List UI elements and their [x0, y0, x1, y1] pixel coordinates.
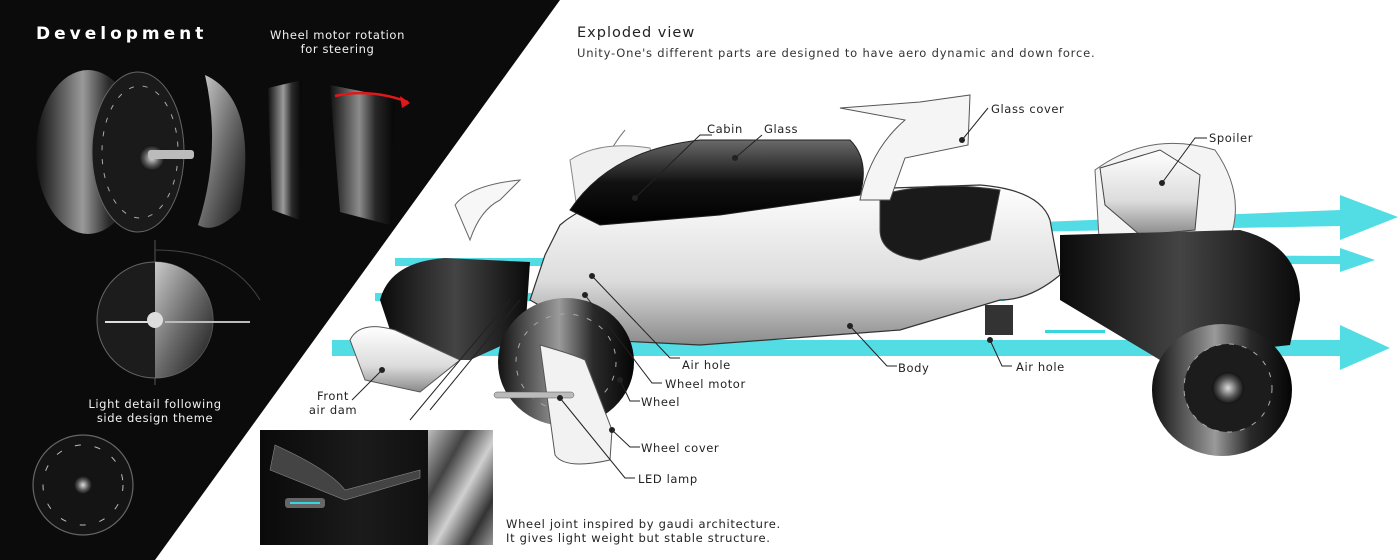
light-detail-wheel-sketch [96, 240, 261, 385]
label-glass-cover: Glass cover [991, 102, 1065, 116]
label-air-hole-rear: Air hole [1016, 360, 1065, 374]
car-exploded-view [349, 94, 1300, 465]
wheel-exploded-sketch [36, 70, 246, 234]
wheel-motor-rotation-sketch [268, 80, 410, 225]
exploded-view-subheading: Unity-One's different parts are designed… [577, 46, 1096, 60]
rotation-caption-line-1: Wheel motor rotation [270, 28, 405, 42]
joint-caption-line-1: Wheel joint inspired by gaudi architectu… [506, 517, 781, 531]
label-glass: Glass [764, 122, 799, 136]
label-front-air-dam-line-1: Front [316, 389, 350, 403]
light-caption-line-1: Light detail following [88, 397, 222, 411]
label-wheel: Wheel [641, 395, 681, 409]
development-title: Development [36, 24, 208, 44]
exploded-view-heading: Exploded view [577, 25, 696, 41]
label-wheel-motor: Wheel motor [665, 377, 746, 391]
leader-lines [351, 107, 1207, 479]
wheel-joint-inset [260, 430, 493, 545]
rotation-caption-line-2: for steering [300, 42, 375, 56]
label-air-hole-front: Air hole [682, 358, 731, 372]
joint-caption-line-2: It gives light weight but stable structu… [506, 531, 771, 545]
label-body: Body [898, 361, 930, 375]
wheel-front-face-sketch [32, 434, 134, 536]
label-led-lamp: LED lamp [638, 472, 698, 486]
label-wheel-cover: Wheel cover [641, 441, 720, 455]
label-front-air-dam-line-2: air dam [308, 403, 358, 417]
label-spoiler: Spoiler [1209, 131, 1254, 145]
label-cabin: Cabin [707, 122, 743, 136]
light-caption-line-2: side design theme [96, 411, 214, 425]
